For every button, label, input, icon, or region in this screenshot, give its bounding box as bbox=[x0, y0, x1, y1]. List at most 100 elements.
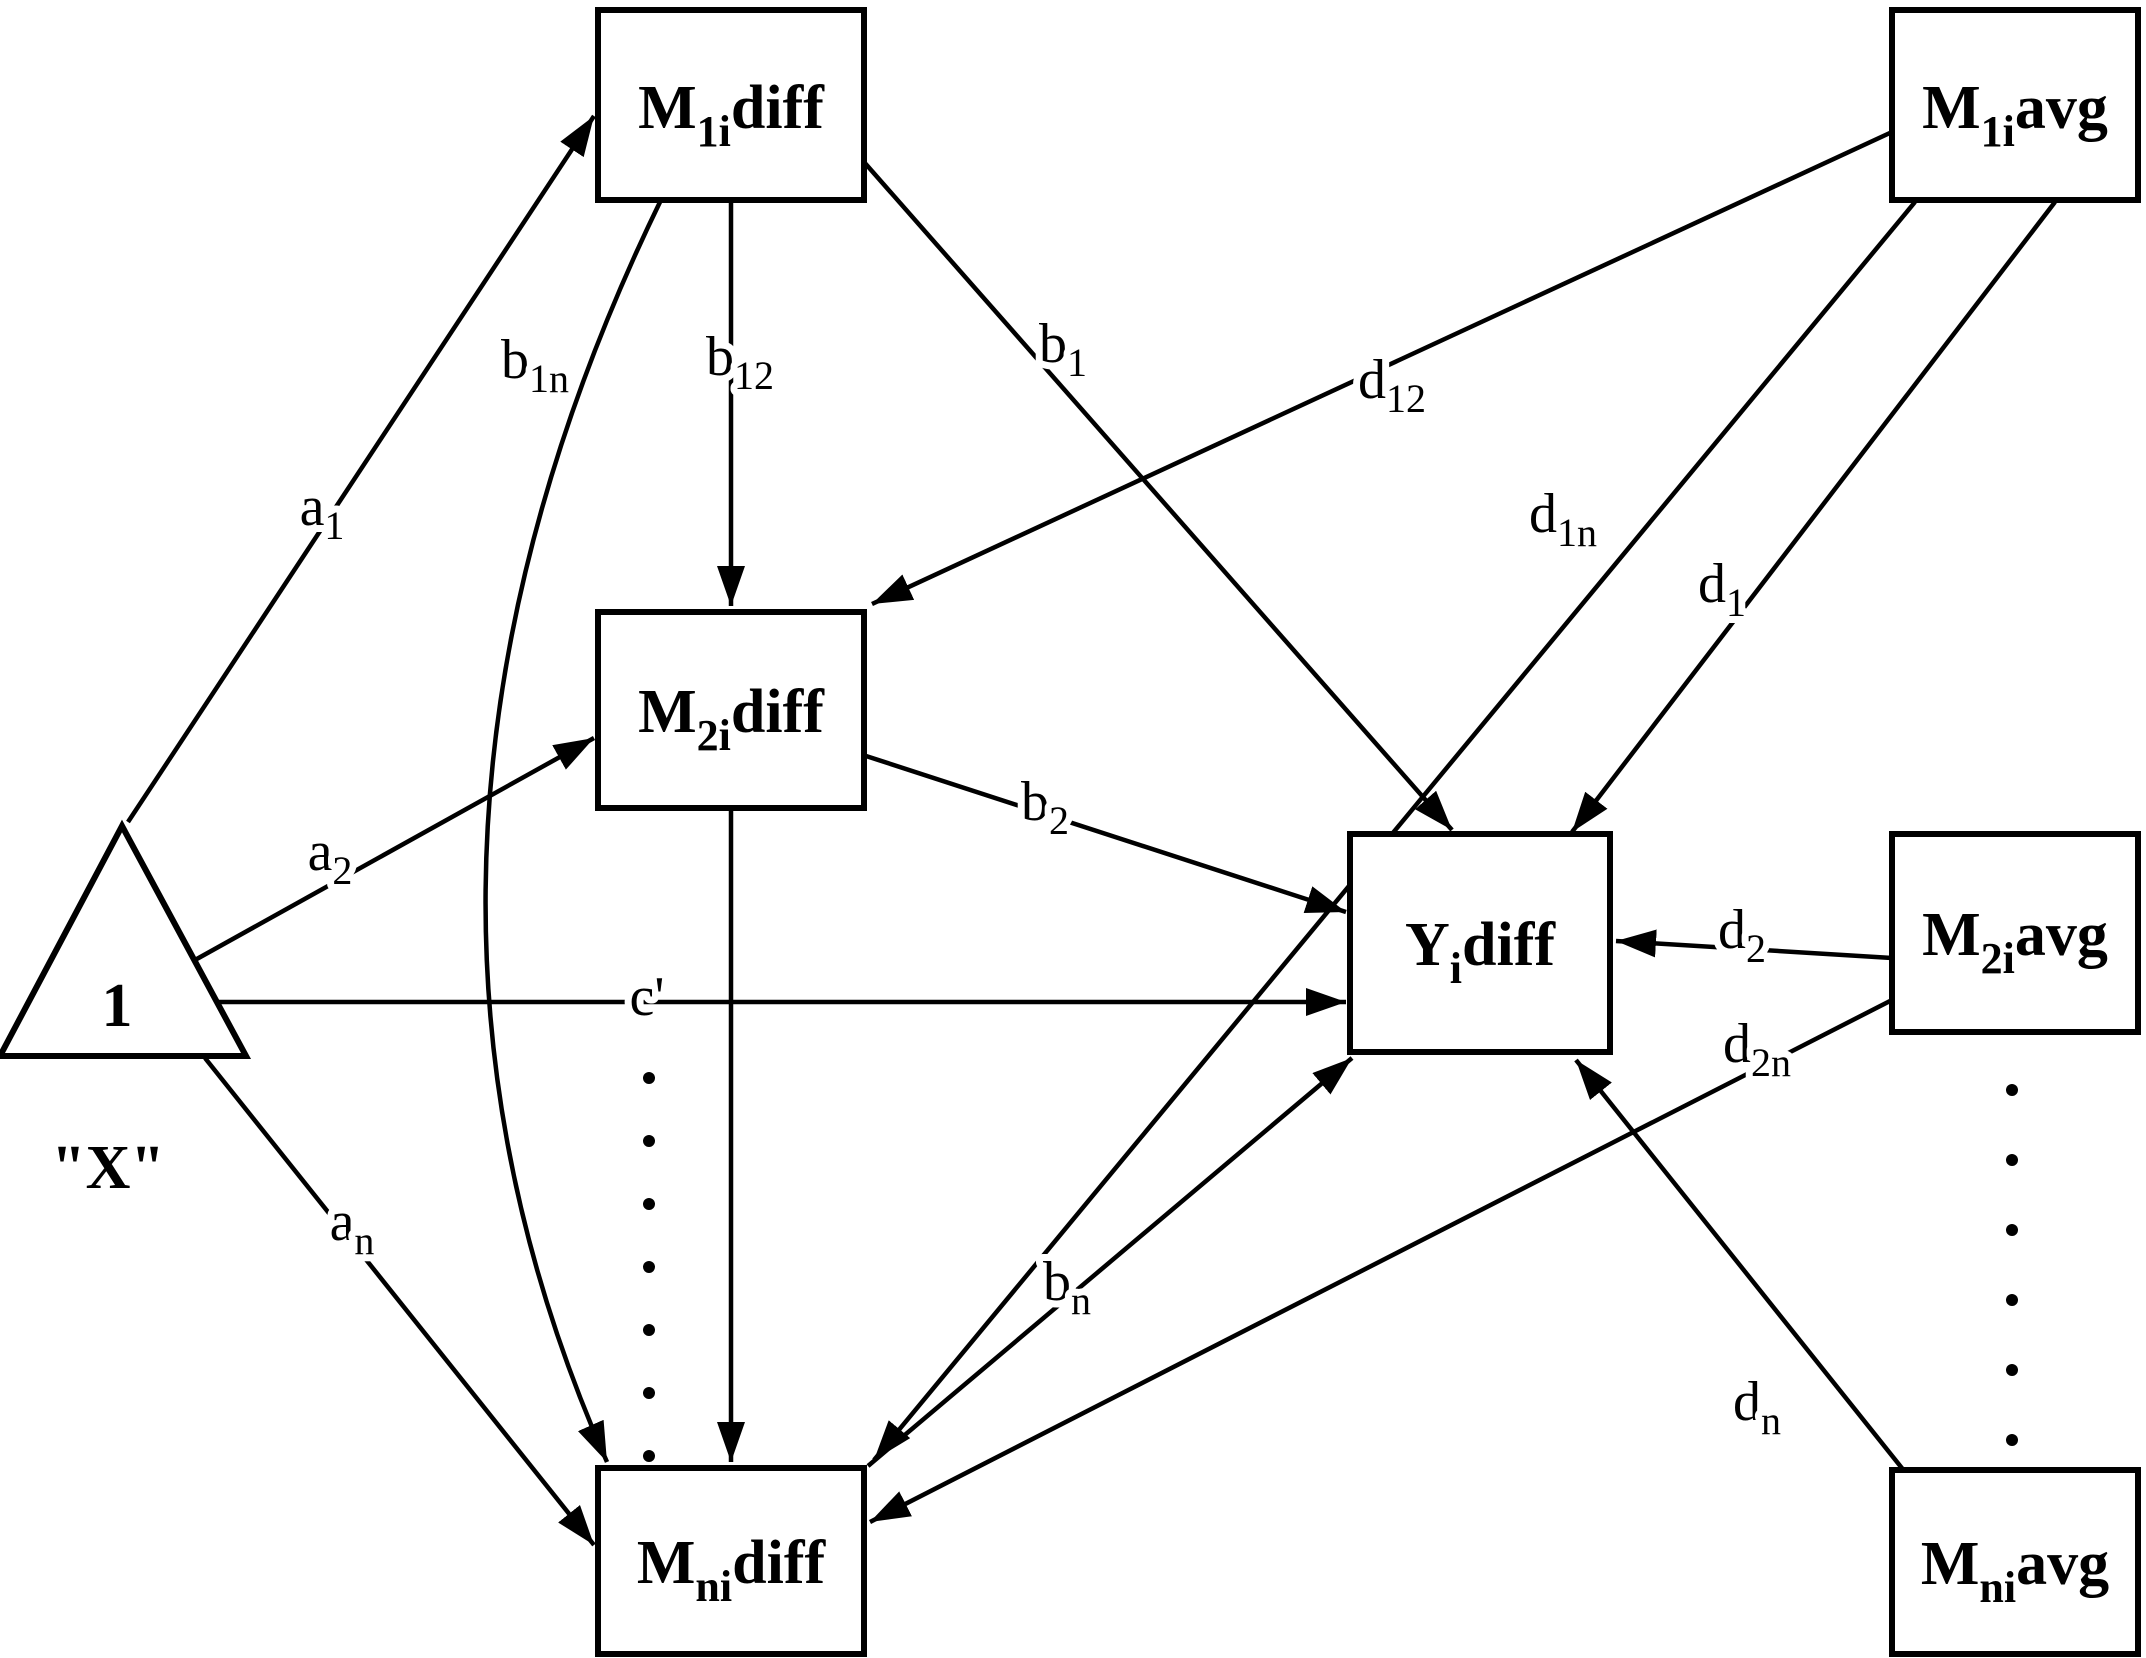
edge-b1n-label-sub: 1n bbox=[529, 356, 569, 401]
node-ydiff: Yidiff bbox=[1347, 831, 1613, 1055]
edge-bn-label-sub: n bbox=[1071, 1278, 1091, 1323]
m1avg-box bbox=[1889, 7, 2141, 203]
edge-d2-label-base: d bbox=[1718, 899, 1746, 961]
node-m2avg: M2iavg bbox=[1889, 831, 2141, 1035]
edge-a2-label-base: a bbox=[308, 821, 333, 883]
edge-b2-label-base: b bbox=[1021, 771, 1049, 833]
edge-d2-label-sub: 2 bbox=[1746, 926, 1766, 971]
ydiff-label-base: Y bbox=[1405, 911, 1450, 979]
edge-b1n-arrow bbox=[483, 201, 663, 1463]
m1diff-label-rest: diff bbox=[731, 74, 825, 142]
edge-d2-label: d2 bbox=[1718, 899, 1766, 971]
edge-an-label-base: a bbox=[330, 1191, 355, 1253]
mndiff-label-rest: diff bbox=[732, 1529, 826, 1597]
ydiff-box bbox=[1347, 831, 1613, 1055]
m2avg-box bbox=[1889, 831, 2141, 1035]
edge-d2-arrow bbox=[1615, 929, 1893, 961]
mndiff-label-sub: ni bbox=[695, 1562, 732, 1611]
edge-dn-label: dn bbox=[1733, 1371, 1781, 1443]
ydiff-label-rest: diff bbox=[1462, 911, 1556, 979]
mnavg-label-base: M bbox=[1921, 1530, 1980, 1598]
m2diff-label: M2idiff bbox=[638, 678, 825, 760]
m1diff-label-base: M bbox=[638, 74, 697, 142]
edge-b2-label: b2 bbox=[1021, 771, 1069, 843]
ellipsis-mavg-column bbox=[2006, 1084, 2018, 1446]
m2diff-label-sub: 2i bbox=[697, 711, 731, 760]
edge-bn-arrow bbox=[866, 1056, 1354, 1468]
node-m2diff: M2idiff bbox=[595, 609, 867, 811]
edge-a2-arrow bbox=[193, 736, 596, 962]
edge-c-prime-label-base: c' bbox=[630, 966, 665, 1028]
edge-d2n-label-base: d bbox=[1723, 1013, 1751, 1075]
node-x: 1 "X" bbox=[0, 819, 252, 1202]
edge-dn-label-sub: n bbox=[1761, 1398, 1781, 1443]
m2diff-box bbox=[595, 609, 867, 811]
edge-c-prime-label: c' bbox=[630, 966, 665, 1028]
edge-a2-label-sub: 2 bbox=[332, 848, 352, 893]
edge-b1-label-base: b bbox=[1039, 313, 1067, 375]
m1diff-label-sub: 1i bbox=[697, 107, 731, 156]
edge-an-label: an bbox=[330, 1191, 375, 1263]
edge-b2-label-sub: 2 bbox=[1049, 798, 1069, 843]
m1avg-label-rest: avg bbox=[2015, 74, 2108, 142]
edge-an-arrow bbox=[203, 1056, 596, 1547]
edge-b1n-label-base: b bbox=[501, 329, 529, 391]
edge-bn-label-base: b bbox=[1043, 1251, 1071, 1313]
m2avg-label: M2iavg bbox=[1922, 901, 2108, 983]
mnavg-box bbox=[1889, 1467, 2141, 1657]
m1diff-box bbox=[595, 7, 867, 203]
edge-b12-label-sub: 12 bbox=[734, 353, 774, 398]
edge-bn-label: bn bbox=[1043, 1251, 1091, 1323]
m2diff-label-rest: diff bbox=[731, 678, 825, 746]
ellipsis-mdiff-column bbox=[643, 1072, 655, 1462]
node-m1avg: M1iavg bbox=[1889, 7, 2141, 203]
edge-a1-label-base: a bbox=[300, 476, 325, 538]
edge-d12-label: d12 bbox=[1358, 349, 1426, 421]
m1avg-label-sub: 1i bbox=[1981, 107, 2015, 156]
edge-d12-arrow bbox=[871, 129, 1893, 607]
m2avg-label-rest: avg bbox=[2015, 901, 2108, 969]
edge-dn-arrow bbox=[1574, 1058, 1907, 1474]
edge-d1-label-base: d bbox=[1698, 553, 1726, 615]
edge-b1-label: b1 bbox=[1039, 313, 1087, 385]
edge-d1-arrow bbox=[1570, 200, 2057, 834]
edge-b1n-label: b1n bbox=[501, 329, 569, 401]
edge-a2-label: a2 bbox=[308, 821, 353, 893]
mnavg-label-rest: avg bbox=[2016, 1530, 2109, 1598]
edge-d1-label: d1 bbox=[1698, 553, 1746, 625]
edge-d2n-label: d2n bbox=[1723, 1013, 1791, 1085]
mndiff-label-base: M bbox=[637, 1529, 696, 1597]
edge-b12-label-base: b bbox=[706, 326, 734, 388]
m1avg-label-base: M bbox=[1922, 74, 1981, 142]
node-mnavg: Mniavg bbox=[1889, 1467, 2141, 1657]
m1avg-label: M1iavg bbox=[1922, 74, 2108, 156]
edge-d1n-label-base: d bbox=[1529, 483, 1557, 545]
edge-d1-label-sub: 1 bbox=[1726, 580, 1746, 625]
x-constant-label: 1 bbox=[102, 972, 133, 1040]
x-caption: "X" bbox=[51, 1134, 165, 1202]
m1diff-label: M1idiff bbox=[638, 74, 825, 156]
edge-a1-arrow bbox=[126, 114, 596, 824]
m2diff-label-base: M bbox=[638, 678, 697, 746]
m2avg-label-sub: 2i bbox=[1981, 934, 2015, 983]
edge-b12-label: b12 bbox=[706, 326, 774, 398]
edge-an-label-sub: n bbox=[354, 1218, 374, 1263]
node-mndiff: Mnidiff bbox=[595, 1465, 867, 1657]
edge-d12-label-sub: 12 bbox=[1386, 376, 1426, 421]
edge-d1n-label: d1n bbox=[1529, 483, 1597, 555]
mnavg-label: Mniavg bbox=[1921, 1530, 2109, 1612]
edge-dn-label-base: d bbox=[1733, 1371, 1761, 1433]
m2avg-label-base: M bbox=[1922, 901, 1981, 969]
ydiff-label: Yidiff bbox=[1405, 911, 1556, 993]
edge-b1-arrow bbox=[862, 160, 1454, 832]
mnavg-label-sub: ni bbox=[1979, 1563, 2016, 1612]
edge-a1-label: a1 bbox=[300, 476, 345, 548]
edge-d2n-arrow bbox=[868, 997, 1894, 1525]
node-m1diff: M1idiff bbox=[595, 7, 867, 203]
edge-b2-arrow bbox=[865, 753, 1347, 915]
edge-d1n-label-sub: 1n bbox=[1557, 510, 1597, 555]
edge-b1-label-sub: 1 bbox=[1067, 340, 1087, 385]
edge-a1-label-sub: 1 bbox=[324, 503, 344, 548]
